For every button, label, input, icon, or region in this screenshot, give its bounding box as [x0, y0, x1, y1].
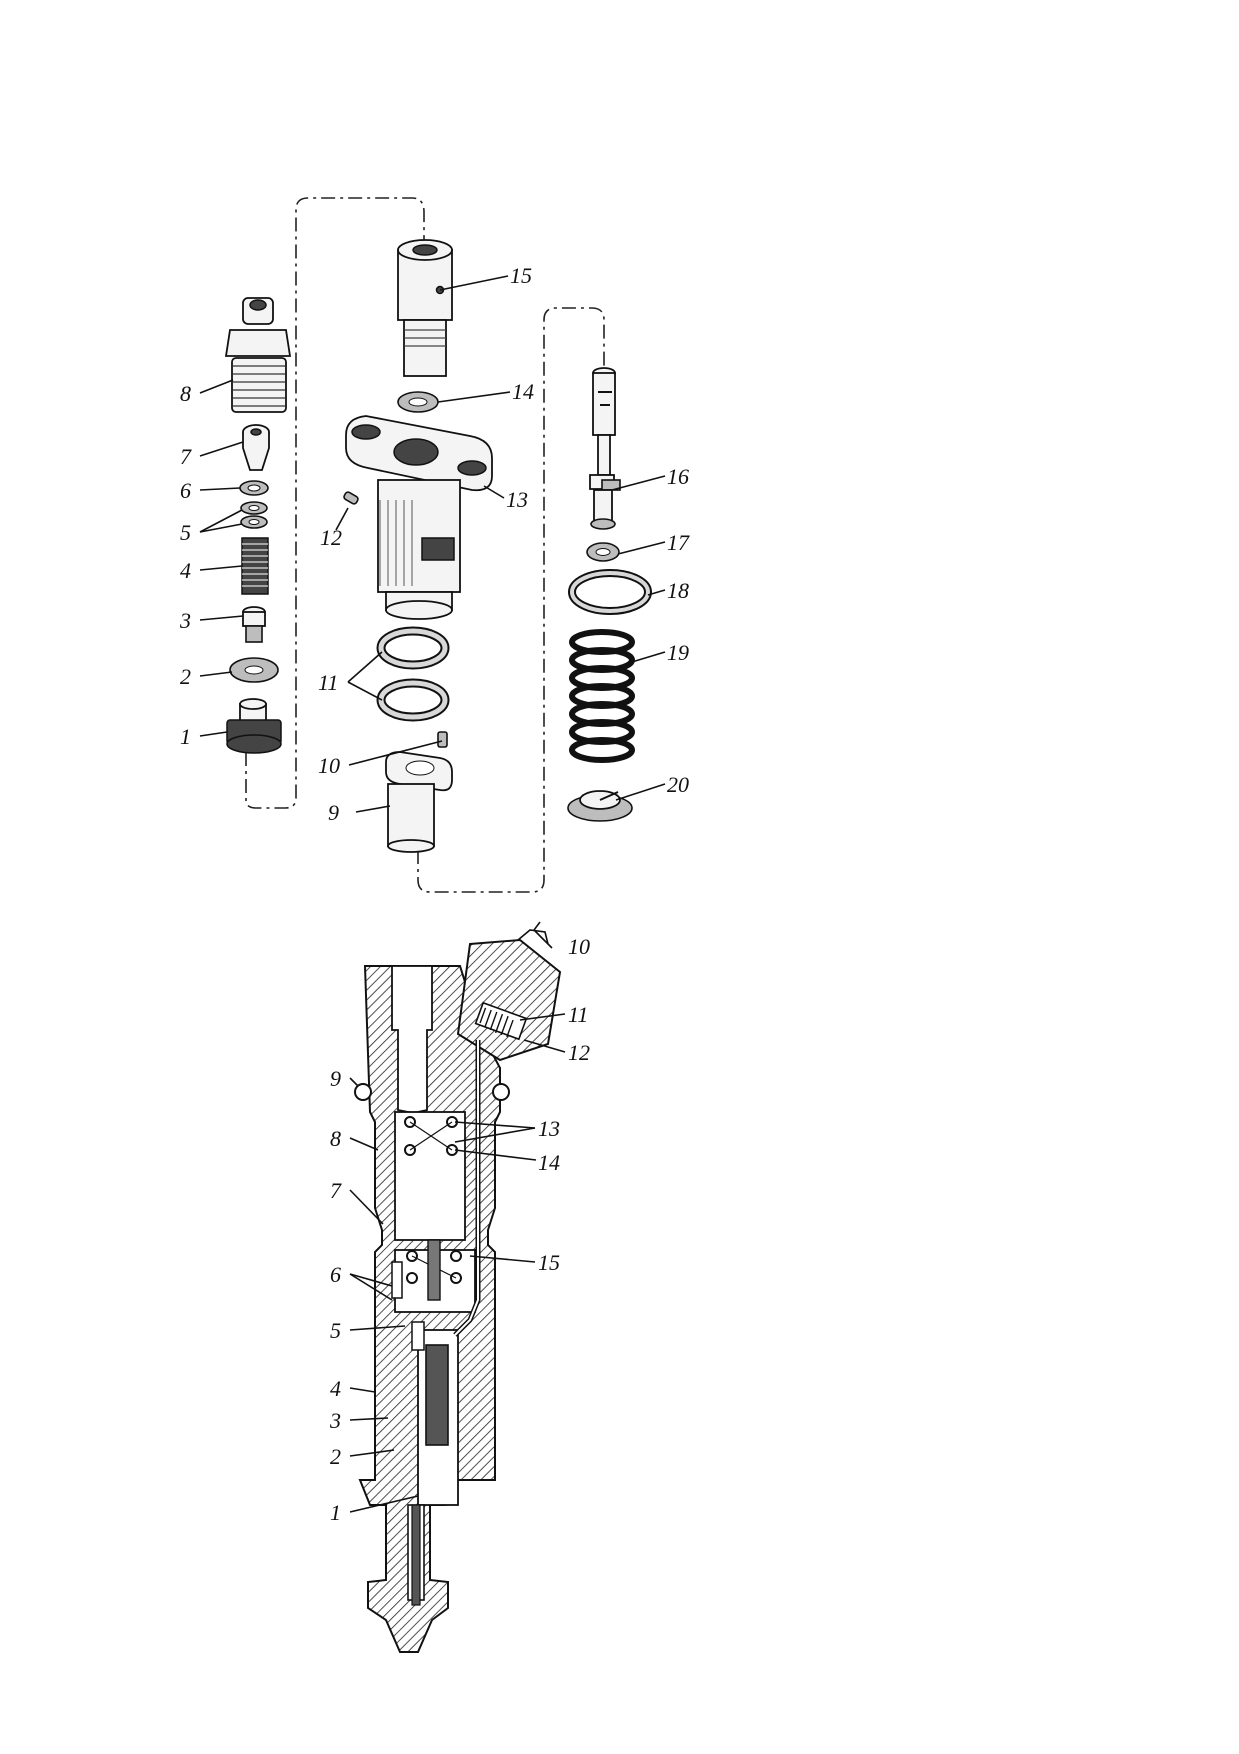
exploded-leader-lines	[199, 275, 666, 813]
exploded-label: 9	[328, 800, 339, 825]
exploded-label: 3	[179, 608, 191, 633]
part-10-pin	[437, 731, 448, 748]
section-leader-lines	[349, 921, 566, 1513]
part-19-spring	[569, 629, 635, 763]
upper-spring	[404, 1116, 458, 1156]
section-label: 12	[568, 1040, 590, 1065]
exploded-label: 7	[180, 444, 192, 469]
part-8-fitting	[224, 297, 292, 413]
part-5-washers	[240, 501, 268, 529]
part-14-washer	[397, 391, 439, 413]
exploded-label: 1	[180, 724, 191, 749]
part-17-washer	[586, 542, 620, 562]
part-16-plunger	[589, 367, 621, 530]
exploded-label: 18	[667, 578, 689, 603]
o-ring-left	[354, 1083, 372, 1101]
part-13-body	[345, 415, 493, 620]
part-18-ring	[568, 569, 652, 615]
needle-upper	[425, 1344, 449, 1446]
part-6-washer	[239, 480, 269, 496]
assembly-path-left	[245, 197, 425, 809]
fuel-inlet-block	[456, 938, 562, 1062]
needle-lower	[411, 1504, 421, 1606]
exploded-label: 4	[180, 558, 191, 583]
o-ring-right	[492, 1083, 510, 1101]
section-label: 1	[330, 1500, 341, 1525]
part-12-pin	[343, 491, 359, 505]
part-11-rings	[376, 626, 450, 722]
section-label: 7	[330, 1178, 342, 1203]
exploded-label: 15	[510, 263, 532, 288]
exploded-label: 17	[667, 530, 690, 555]
exploded-label: 12	[320, 525, 342, 550]
section-label: 5	[330, 1318, 341, 1343]
part-1-nut	[226, 698, 282, 754]
part-2-washer	[229, 657, 279, 683]
section-label: 9	[330, 1066, 341, 1091]
intermediate-pin	[411, 1321, 425, 1351]
section-label: 13	[538, 1116, 560, 1141]
section-label: 8	[330, 1126, 341, 1151]
exploded-label: 8	[180, 381, 191, 406]
dowel-pin	[391, 1261, 403, 1299]
section-label: 6	[330, 1262, 341, 1287]
part-4-spring	[241, 537, 269, 595]
section-label: 14	[538, 1150, 560, 1175]
exploded-label: 11	[318, 670, 338, 695]
exploded-label: 19	[667, 640, 689, 665]
section-label: 15	[538, 1250, 560, 1275]
upper-spring-chamber	[394, 1111, 466, 1241]
section-label: 10	[568, 934, 590, 959]
exploded-label: 14	[512, 379, 534, 404]
inlet-connector	[517, 929, 549, 945]
pressure-pin	[427, 1239, 441, 1301]
part-9-guide	[385, 751, 453, 853]
part-15-sleeve	[397, 239, 453, 377]
exploded-label: 10	[318, 753, 340, 778]
section-label: 11	[568, 1002, 588, 1027]
exploded-view: 8 7 6 5 4 3 2 1 15 14 13 12 11 10 9 16 1…	[179, 197, 690, 893]
assembly-path-right	[417, 307, 605, 893]
exploded-label: 16	[667, 464, 689, 489]
lower-spring	[406, 1250, 462, 1284]
section-label: 3	[329, 1408, 341, 1433]
exploded-label: 5	[180, 520, 191, 545]
exploded-label: 2	[180, 664, 191, 689]
section-label: 2	[330, 1444, 341, 1469]
exploded-label: 6	[180, 478, 191, 503]
part-20-seat	[567, 790, 633, 822]
exploded-label: 13	[506, 487, 528, 512]
part-3-plug	[242, 606, 266, 643]
exploded-label: 20	[667, 772, 689, 797]
edge-filter	[474, 1001, 528, 1041]
section-view: 10 11 12 9 13 8 14 7 15 6 5 4 3 2 1	[329, 921, 590, 1653]
part-7-valve	[242, 424, 270, 471]
section-label: 4	[330, 1376, 341, 1401]
